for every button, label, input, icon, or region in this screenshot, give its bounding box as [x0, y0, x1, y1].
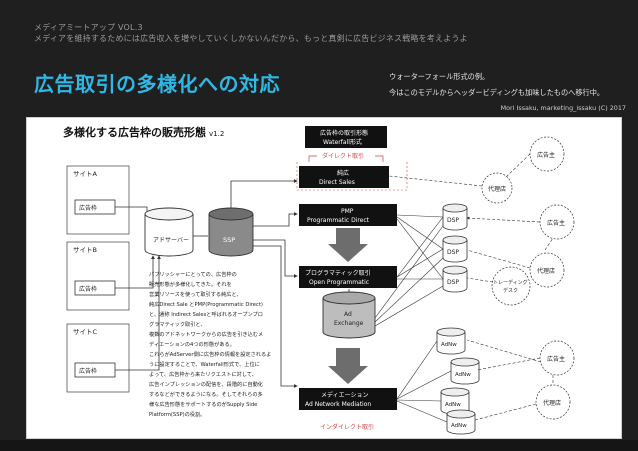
site-b-label: サイトB — [73, 246, 97, 254]
site-c-label: サイトC — [73, 328, 98, 336]
description-line: パブリッシャーにとっての、広告枠の — [149, 270, 237, 278]
diagram-canvas: 多様化する広告枠の販売形態 v1.2 サイトA 広告枠 サイトB 広告枠 サイト… — [63, 125, 575, 435]
direct-sales-box: 純広 Direct Sales — [299, 166, 389, 188]
ssp: SSP — [208, 207, 254, 257]
agency-3-label: 代理店 — [543, 399, 561, 407]
advertiser-1-label: 広告主 — [537, 151, 555, 159]
mediation-line-1: メディエーション — [321, 391, 368, 399]
dsp-1: DSP — [442, 203, 468, 231]
description-line: 営業リソースを使って取引する純広と、 — [149, 290, 242, 298]
agency-2-label: 代理店 — [537, 267, 555, 275]
slide-subtitle: メディアを維持するためには広告収入を増やしていくしかないんだから、もっと真剣に広… — [34, 34, 468, 43]
description-line: 複数のアドネットワークからの広告を引き込むメ — [149, 330, 263, 338]
diagram-version: v1.2 — [209, 130, 224, 138]
note-line-1: ウォーターフォール形式の例。 — [389, 72, 490, 81]
direct-tag: ダイレクト取引 — [322, 152, 364, 160]
description-line: これらがAdServer側に広告枠の情報を設定されるよ — [149, 350, 271, 358]
description-line: ディエーションの4つの形態がある。 — [149, 340, 235, 348]
waterfall-arrows — [328, 228, 368, 384]
agency-1-label: 代理店 — [488, 185, 506, 193]
description-line: するなどができるようになる。そしてそれらの多 — [149, 390, 263, 398]
direct-sales-line-2: Direct Sales — [319, 179, 355, 186]
adnw-1-label: AdNw — [441, 342, 457, 348]
direct-sales-line-1: 純広 — [337, 169, 349, 177]
adnw-3: AdNw — [440, 387, 470, 415]
ad-server-label: アドサーバー — [153, 237, 189, 244]
indirect-tag: インダイレクト取引 — [320, 423, 374, 431]
pmp-line-1: PMP — [341, 208, 354, 215]
citation: Mori Issaku, marketing_issaku (C) 2017 — [500, 104, 626, 112]
advertiser-3-label: 広告主 — [547, 355, 565, 363]
dsp-1-label: DSP — [447, 217, 459, 224]
dsp-3: DSP — [442, 265, 468, 293]
pmp-box: PMP Programmatic Direct — [299, 204, 397, 226]
site-b-slot-label: 広告枠 — [79, 285, 97, 293]
adnw-3-label: AdNw — [445, 402, 461, 408]
adnw-4: AdNw — [446, 409, 476, 435]
bottom-strip — [0, 440, 638, 451]
dsp-2: DSP — [442, 235, 468, 263]
series-name: メディアミートアップ VOL.3 — [34, 23, 143, 32]
dsp-3-label: DSP — [447, 279, 459, 286]
ad-exchange-line-2: Exchange — [334, 320, 364, 327]
open-programmatic-line-1: プログラマティック取引 — [305, 269, 371, 277]
slide-title: 広告取引の多様化への対応 — [34, 72, 280, 96]
description-line: Platform(SSP)の役割。 — [149, 410, 205, 418]
site-b: サイトB 広告枠 — [66, 241, 130, 311]
open-programmatic-box: プログラマティック取引 Open Programmatic — [299, 266, 397, 288]
adnw-2: AdNw — [450, 357, 480, 385]
description-line: グラマティック取引と、 — [149, 320, 206, 328]
ssp-label: SSP — [223, 236, 235, 244]
diagram-title: 多様化する広告枠の販売形態 — [63, 125, 206, 139]
waterfall-header-line-2: Waterfall形式 — [323, 138, 362, 146]
ad-server: アドサーバー — [144, 207, 194, 257]
description-line: よって、広告枠から来たリクエストに対して、 — [149, 370, 257, 378]
site-a-slot-label: 広告枠 — [79, 204, 97, 212]
mediation-line-2: Ad Network Mediation — [305, 401, 371, 408]
mediation-box: メディエーション Ad Network Mediation — [299, 388, 397, 410]
description-line: と、通称 Indirect Salesと呼ばれるオープンプロ — [149, 310, 263, 318]
pmp-line-2: Programmatic Direct — [307, 217, 370, 224]
dsp-2-label: DSP — [447, 249, 459, 256]
agency-1 — [481, 172, 513, 204]
trading-desk-line-1: トレーディング — [493, 279, 528, 286]
agency-2 — [529, 252, 565, 288]
ad-exchange-line-1: Ad — [344, 311, 352, 318]
open-programmatic-line-2: Open Programmatic — [309, 279, 369, 286]
note-line-2: 今はこのモデルからヘッダービディングも加味したものへ移行中。 — [389, 88, 605, 97]
description-line: 販売形態が多様化してきた。それを — [149, 280, 232, 288]
trading-desk — [491, 266, 531, 306]
description-line: 様な広告形態をサポートするのがSupply Side — [149, 400, 257, 408]
description-line: うに設定することで、Waterfall形式で、上位に — [149, 360, 260, 368]
description-line: 広告インプレッションの配信を、段階的に自動化 — [149, 380, 263, 388]
adnw-2-label: AdNw — [455, 372, 471, 378]
site-c: サイトC 広告枠 — [66, 323, 130, 393]
waterfall-header — [305, 126, 387, 148]
ad-exchange: Ad Exchange — [322, 291, 376, 339]
description-line: 純広Direct Sale とPMP(Programmatic Direct) — [149, 300, 263, 308]
site-a-label: サイトA — [73, 170, 98, 178]
adnw-4-label: AdNw — [451, 423, 467, 429]
trading-desk-line-2: デスク — [503, 287, 518, 294]
adnw-1: AdNw — [436, 327, 466, 355]
description-block: パブリッシャーにとっての、広告枠の 販売形態が多様化してきた。それを 営業リソー… — [149, 270, 271, 418]
advertiser-2-label: 広告主 — [547, 219, 565, 227]
agency-3 — [535, 384, 571, 420]
diagram-panel: 多様化する広告枠の販売形態 v1.2 サイトA 広告枠 サイトB 広告枠 サイト… — [26, 117, 622, 439]
site-c-slot-label: 広告枠 — [79, 367, 97, 375]
waterfall-header-line-1: 広告枠の取引形態 — [320, 129, 368, 137]
site-a: サイトA 広告枠 — [66, 165, 130, 235]
